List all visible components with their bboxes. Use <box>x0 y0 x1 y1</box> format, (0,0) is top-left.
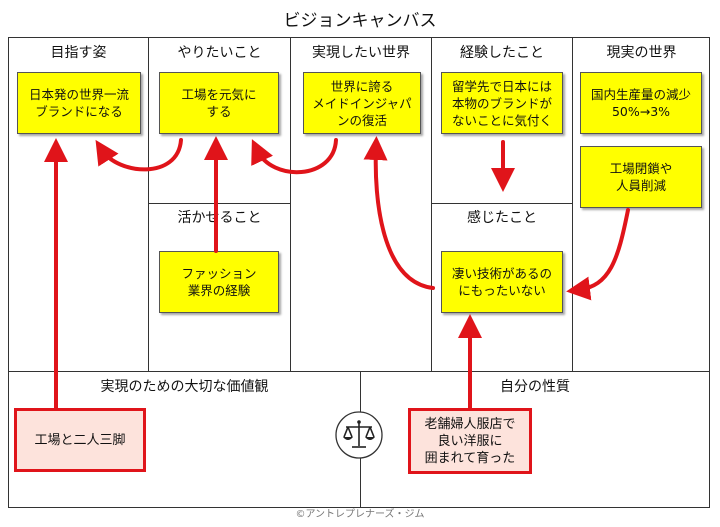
note-mezasu: 日本発の世界一流 ブランドになる <box>17 72 141 134</box>
note-keiken: 留学先で日本には 本物のブランドが ないことに気付く <box>441 72 563 134</box>
column-header-yaritai: やりたいこと <box>177 45 262 61</box>
note-seishitsu: 老舗婦人服店で 良い洋服に 囲まれて育った <box>408 408 532 474</box>
divider <box>290 38 291 371</box>
column-header-keiken: 経験したこと <box>460 45 544 61</box>
section-header-nature: 自分の性質 <box>500 379 570 395</box>
note-genjitsu-1: 国内生産量の減少 50%→3% <box>580 72 702 134</box>
note-yaritai: 工場を元気に する <box>159 72 279 134</box>
note-fashion: ファッション 業界の経験 <box>159 251 279 313</box>
section-header-kanjita: 感じたこと <box>467 210 537 226</box>
column-header-sekai: 実現したい世界 <box>312 45 410 61</box>
column-header-mezasu: 目指す姿 <box>50 45 107 61</box>
divider <box>431 203 572 204</box>
section-header-katsukaseru: 活かせること <box>177 210 262 226</box>
divider <box>148 38 149 371</box>
divider <box>572 38 573 371</box>
canvas-board: 目指す姿 やりたいこと 実現したい世界 経験したこと 現実の世界 活かせること … <box>8 37 710 508</box>
column-header-genjitsu: 現実の世界 <box>606 45 677 61</box>
note-genjitsu-2: 工場閉鎖や 人員削減 <box>580 146 702 208</box>
note-sekai: 世界に誇る メイドインジャパ ンの復活 <box>303 72 421 134</box>
divider <box>9 371 709 372</box>
note-kanjita: 凄い技術があるの にもったいない <box>441 251 563 313</box>
note-kachikan: 工場と二人三脚 <box>14 408 146 472</box>
divider <box>148 203 290 204</box>
section-header-values: 実現のための大切な価値観 <box>100 379 269 395</box>
divider <box>431 38 432 371</box>
page-title: ビジョンキャンバス <box>283 11 437 31</box>
footer-copyright: ©アントレプレナーズ・ジム <box>295 509 425 520</box>
